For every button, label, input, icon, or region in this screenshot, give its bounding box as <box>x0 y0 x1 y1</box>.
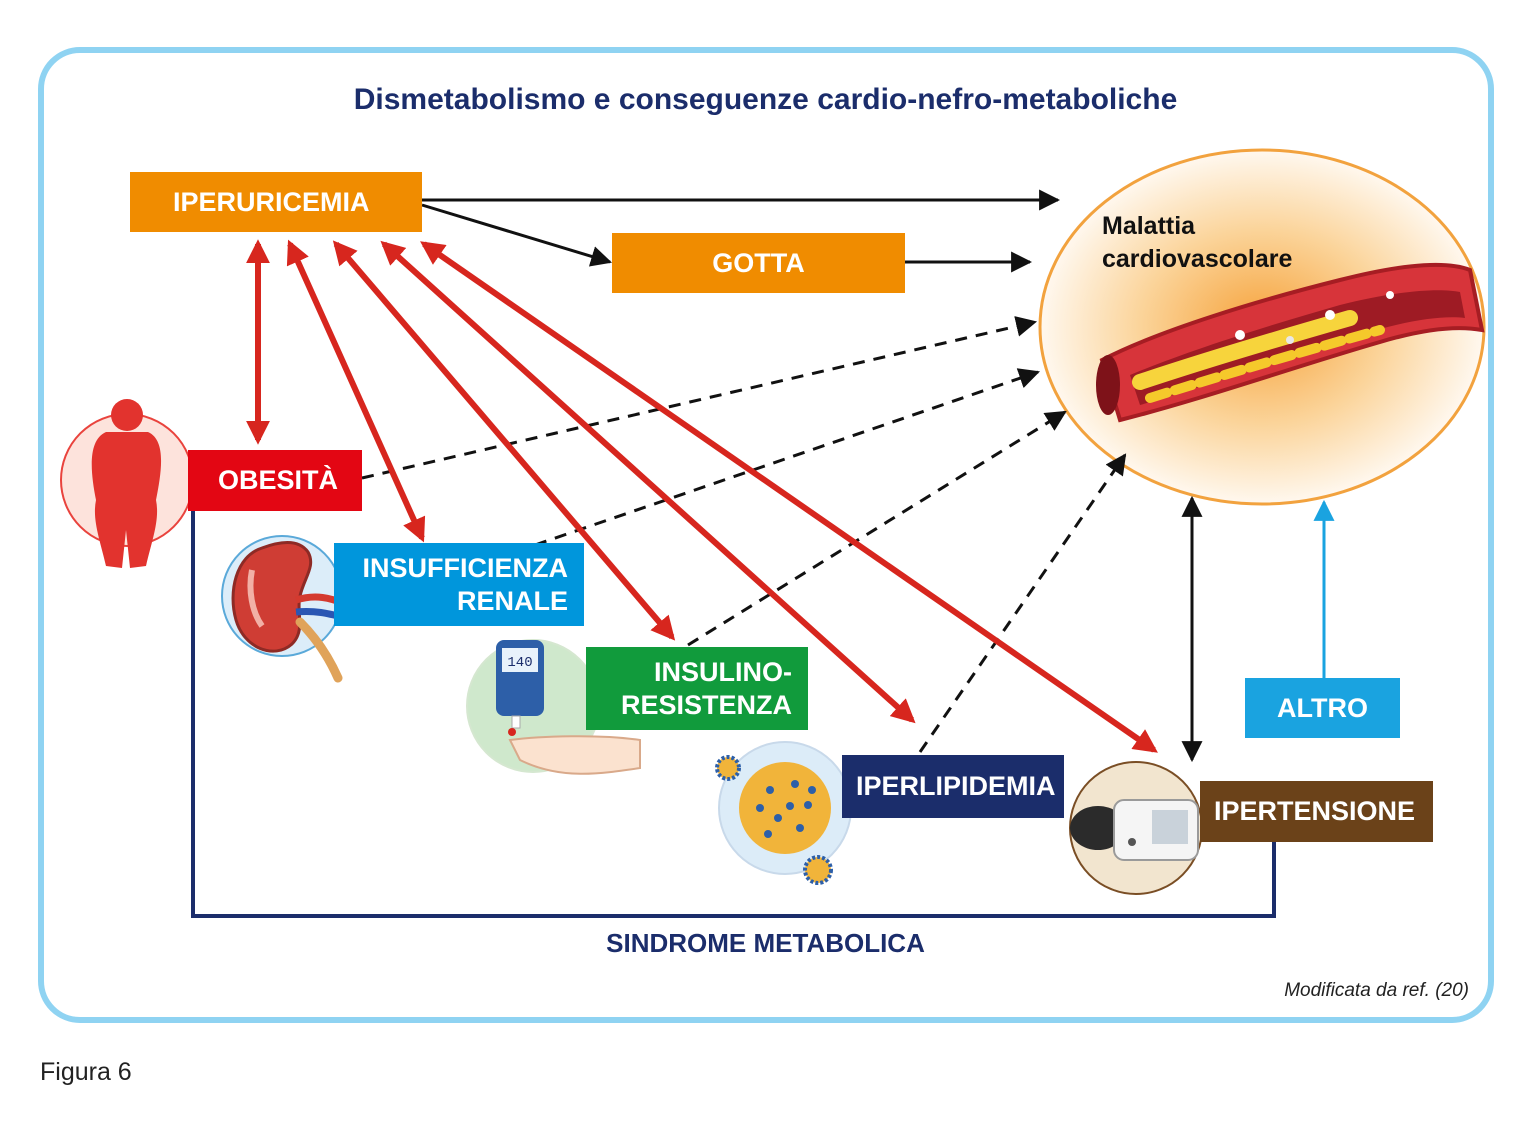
cardiovascular-label-line2: cardiovascolare <box>1102 244 1293 273</box>
altro-label: ALTRO <box>1277 692 1368 723</box>
lipid-particle-icon <box>715 741 852 885</box>
figure-frame <box>38 47 1494 1023</box>
gotta-label: GOTTA <box>712 247 805 278</box>
dashed-arrow-insufficienza <box>534 368 1040 547</box>
dashed-arrow-obesita <box>361 316 1038 480</box>
source-note: Modificata da ref. (20) <box>1284 980 1469 1001</box>
arrow-iperuricemia-to-gotta <box>421 203 613 267</box>
iperlipidemia-label: IPERLIPIDEMIA <box>856 771 1056 802</box>
insulino-label-line1: INSULINO- <box>654 657 792 688</box>
insulino-label-line2: RESISTENZA <box>620 689 792 720</box>
red-arrow-ipertensione <box>420 241 1158 753</box>
cardiovascular-disease-label: Malattia cardiovascolare <box>1102 210 1292 275</box>
ipertensione-label: IPERTENSIONE <box>1214 796 1416 827</box>
metabolic-syndrome-bracket <box>191 508 1276 918</box>
iperuricemia-label: IPERURICEMIA <box>173 186 370 217</box>
glucometer-reading: 140 <box>507 655 532 671</box>
obesita-box: OBESITÀ <box>188 450 362 511</box>
gotta-box: GOTTA <box>612 233 905 293</box>
insufficienza-label-line1: INSUFFICIENZA <box>362 553 569 584</box>
iperuricemia-box: IPERURICEMIA <box>130 172 422 232</box>
metabolic-syndrome-label: SINDROME METABOLICA <box>606 928 925 958</box>
glucometer-icon <box>466 639 641 775</box>
obesity-figure-icon <box>60 399 194 568</box>
diagram-title: Dismetabolismo e conseguenze cardio-nefr… <box>353 83 1178 116</box>
blood-pressure-monitor-icon <box>1069 761 1203 895</box>
dashed-arrow-insulino <box>687 410 1067 647</box>
cardiovascular-disease-circle <box>1038 148 1486 506</box>
figure-caption: Figura 6 <box>40 1058 132 1086</box>
insulino-resistenza-box: INSULINO- RESISTENZA <box>586 647 808 730</box>
kidney-icon <box>221 535 348 683</box>
cardiovascular-label-line1: Malattia <box>1102 212 1196 240</box>
insufficienza-label-line2: RENALE <box>456 585 568 616</box>
iperlipidemia-box: IPERLIPIDEMIA <box>842 755 1064 818</box>
ipertensione-box: IPERTENSIONE <box>1200 781 1433 842</box>
insufficienza-renale-box: INSUFFICIENZA RENALE <box>334 543 584 626</box>
altro-box: ALTRO <box>1245 678 1400 738</box>
obesita-label: OBESITÀ <box>218 465 339 496</box>
